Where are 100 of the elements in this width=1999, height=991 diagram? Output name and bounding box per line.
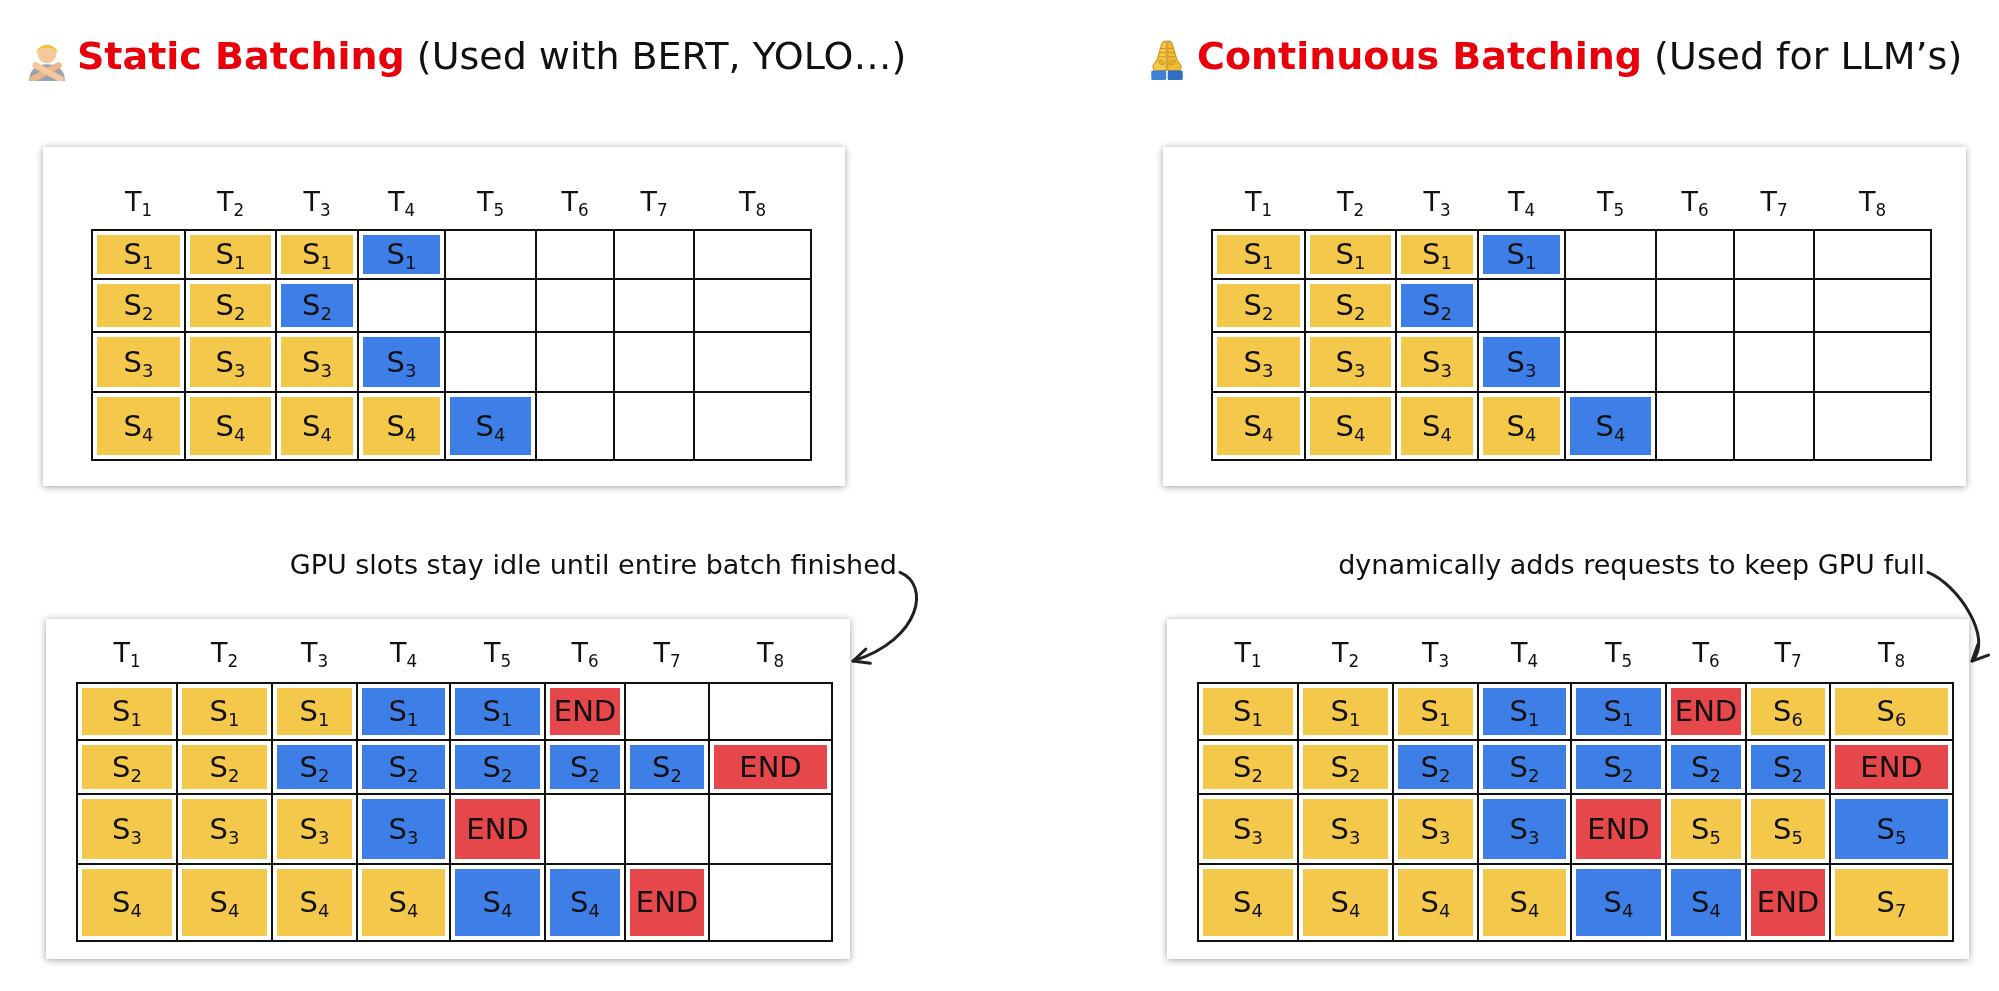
table-cell: S$_{3}$ [362,799,445,859]
table-cell: S$_{4}$ [362,869,445,936]
table-cell: S$_{2}$ [82,745,172,789]
table-cell: S$_{4}$ [1483,869,1566,936]
column-header: T$_{7}$ [1774,638,1802,668]
table-cell: S$_{2}$ [281,284,353,327]
table-cell: S$_{2}$ [97,284,180,327]
table-cell: S$_{1}$ [363,235,440,274]
table-cell: S$_{1}$ [1483,235,1560,274]
table-cell: S$_{4}$ [1671,869,1741,936]
table-cell: S$_{5}$ [1835,799,1948,859]
table-cell: END [714,745,827,789]
column-header: T$_{7}$ [640,187,668,217]
column-header: T$_{7}$ [653,638,681,668]
table-cell: S$_{1}$ [1398,688,1473,735]
table-cell: S$_{2}$ [1576,745,1661,789]
table-cell: S$_{3}$ [1203,799,1293,859]
column-header: T$_{3}$ [1421,638,1450,668]
table-cell: S$_{2}$ [1310,284,1391,327]
column-header: T$_{6}$ [561,187,589,217]
table-cell: S$_{4}$ [82,869,172,936]
table-cell: S$_{1}$ [1401,235,1473,274]
table-cell: S$_{2}$ [1751,745,1825,789]
table-cell: END [455,799,540,859]
column-header: T$_{8}$ [1877,638,1906,668]
column-header: T$_{4}$ [1510,638,1539,668]
table-cell: S$_{6}$ [1751,688,1825,735]
table-cell: S$_{4}$ [450,397,531,455]
table-cell: S$_{2}$ [455,745,540,789]
table-cell: S$_{4}$ [1483,397,1560,455]
table-cell: END [1835,745,1948,789]
table-cell: S$_{4}$ [1217,397,1300,455]
table-cell: S$_{4}$ [1398,869,1473,936]
table-cell: S$_{4}$ [1303,869,1388,936]
table-cell: END [1671,688,1741,735]
column-header: T$_{7}$ [1760,187,1788,217]
table-cell: S$_{2}$ [362,745,445,789]
table-cell: S$_{3}$ [1398,799,1473,859]
table-cell: END [630,869,704,936]
table-cell: S$_{4}$ [1203,869,1293,936]
table-cell: S$_{2}$ [550,745,620,789]
table-cell: S$_{2}$ [1217,284,1300,327]
column-header: T$_{3}$ [300,638,329,668]
heading: Continuous Batching (Used for LLM’s) [1197,34,1963,80]
table-cell: S$_{2}$ [1483,745,1566,789]
table-card [46,619,850,959]
column-header: T$_{8}$ [738,187,767,217]
column-header: T$_{5}$ [1596,187,1625,217]
table-cell: S$_{3}$ [1303,799,1388,859]
table-cell: S$_{4}$ [190,397,271,455]
column-header: T$_{4}$ [389,638,418,668]
table-cell: S$_{1}$ [277,688,352,735]
table-cell: S$_{1}$ [1217,235,1300,274]
curved-arrow [1926,570,1989,663]
table-cell: S$_{3}$ [82,799,172,859]
column-header: T$_{2}$ [1336,187,1365,217]
table-cell: S$_{1}$ [281,235,353,274]
table-cell: S$_{3}$ [1483,799,1566,859]
table-card [1167,619,1969,959]
curved-arrow [851,570,918,664]
table-cell: S$_{1}$ [362,688,445,735]
annotation-text: GPU slots stay idle until entire batch finished [289,549,897,582]
column-header: T$_{3}$ [1423,187,1451,217]
table-cell: S$_{3}$ [1217,337,1300,387]
annotation-text: dynamically adds requests to keep GPU full [1338,549,1925,582]
table-cell: S$_{1}$ [1483,688,1566,735]
table-cell: S$_{2}$ [277,745,352,789]
table-cell: S$_{4}$ [363,397,440,455]
column-header: T$_{6}$ [1692,638,1720,668]
table-cell: S$_{4}$ [455,869,540,936]
table-cell: S$_{3}$ [1401,337,1473,387]
table-cell: S$_{1}$ [455,688,540,735]
table-cell: S$_{2}$ [630,745,704,789]
table-cell: S$_{4}$ [550,869,620,936]
column-header: T$_{2}$ [1331,638,1360,668]
table-cell: S$_{5}$ [1751,799,1825,859]
table-cell: END [550,688,620,735]
table-cell: S$_{1}$ [190,235,271,274]
table-cell: S$_{2}$ [1671,745,1741,789]
column-header: T$_{4}$ [387,187,416,217]
table-cell: S$_{3}$ [277,799,352,859]
table-cell: S$_{5}$ [1671,799,1741,859]
column-header: T$_{2}$ [210,638,239,668]
table-cell: S$_{2}$ [1203,745,1293,789]
table-cell: S$_{2}$ [190,284,271,327]
column-header: T$_{2}$ [216,187,245,217]
table-cell: S$_{2}$ [182,745,267,789]
column-header: T$_{6}$ [1681,187,1709,217]
table-cell: S$_{1}$ [1203,688,1293,735]
table-cell: S$_{4}$ [1310,397,1391,455]
table-cell: S$_{4}$ [281,397,353,455]
table-cell: S$_{2}$ [1303,745,1388,789]
table-cell: S$_{1}$ [82,688,172,735]
column-header: T$_{1}$ [1244,187,1273,217]
column-header: T$_{1}$ [124,187,153,217]
table-cell: S$_{3}$ [182,799,267,859]
table-cell: S$_{1}$ [1310,235,1391,274]
table-cell: END [1576,799,1661,859]
table-cell: S$_{4}$ [277,869,352,936]
table-cell: S$_{4}$ [97,397,180,455]
